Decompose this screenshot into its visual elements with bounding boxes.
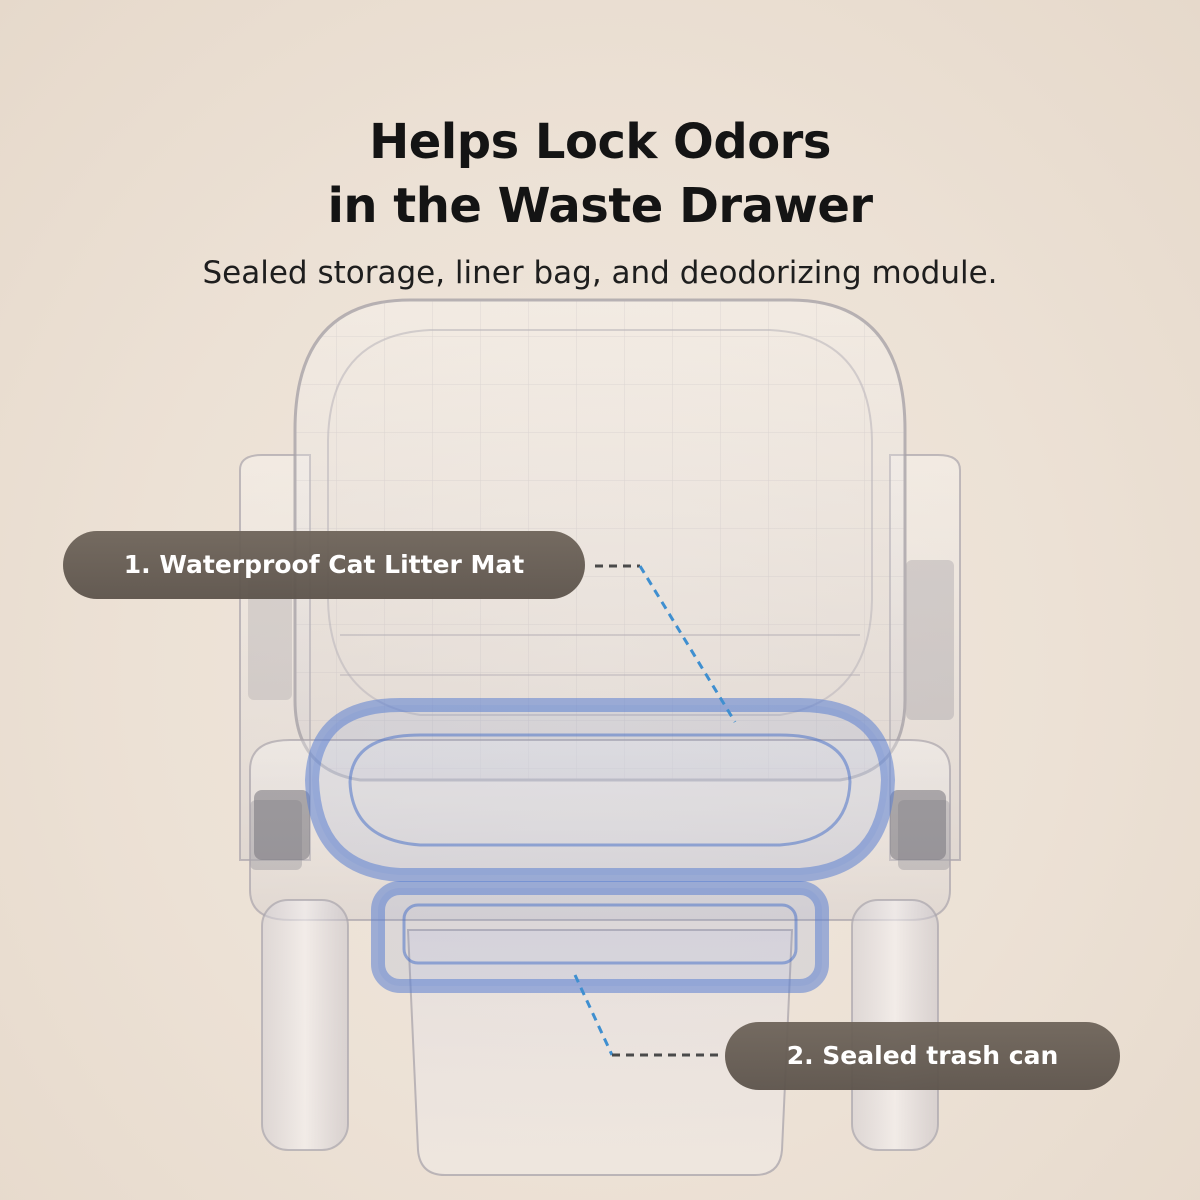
headline-line-2: in the Waste Drawer xyxy=(327,178,873,235)
trash-can-rim-highlight xyxy=(371,881,829,993)
leader-line-2 xyxy=(573,974,720,1057)
callout-2-label: 2. Sealed trash can xyxy=(786,1041,1059,1070)
callout-sealed-trash-can: 2. Sealed trash can xyxy=(725,1022,1120,1090)
callout-waterproof-mat: 1. Waterproof Cat Litter Mat xyxy=(63,531,585,599)
waterproof-mat-highlight xyxy=(304,698,896,882)
front-left-leg xyxy=(261,899,349,1151)
subheadline: Sealed storage, liner bag, and deodorizi… xyxy=(202,255,998,291)
leader-line-1 xyxy=(595,564,737,723)
transparent-dome-shell xyxy=(293,298,907,782)
headline-line-1: Helps Lock Odors xyxy=(369,114,831,171)
callout-1-label: 1. Waterproof Cat Litter Mat xyxy=(123,550,525,579)
headline: Helps Lock Odors in the Waste Drawer xyxy=(0,110,1200,238)
